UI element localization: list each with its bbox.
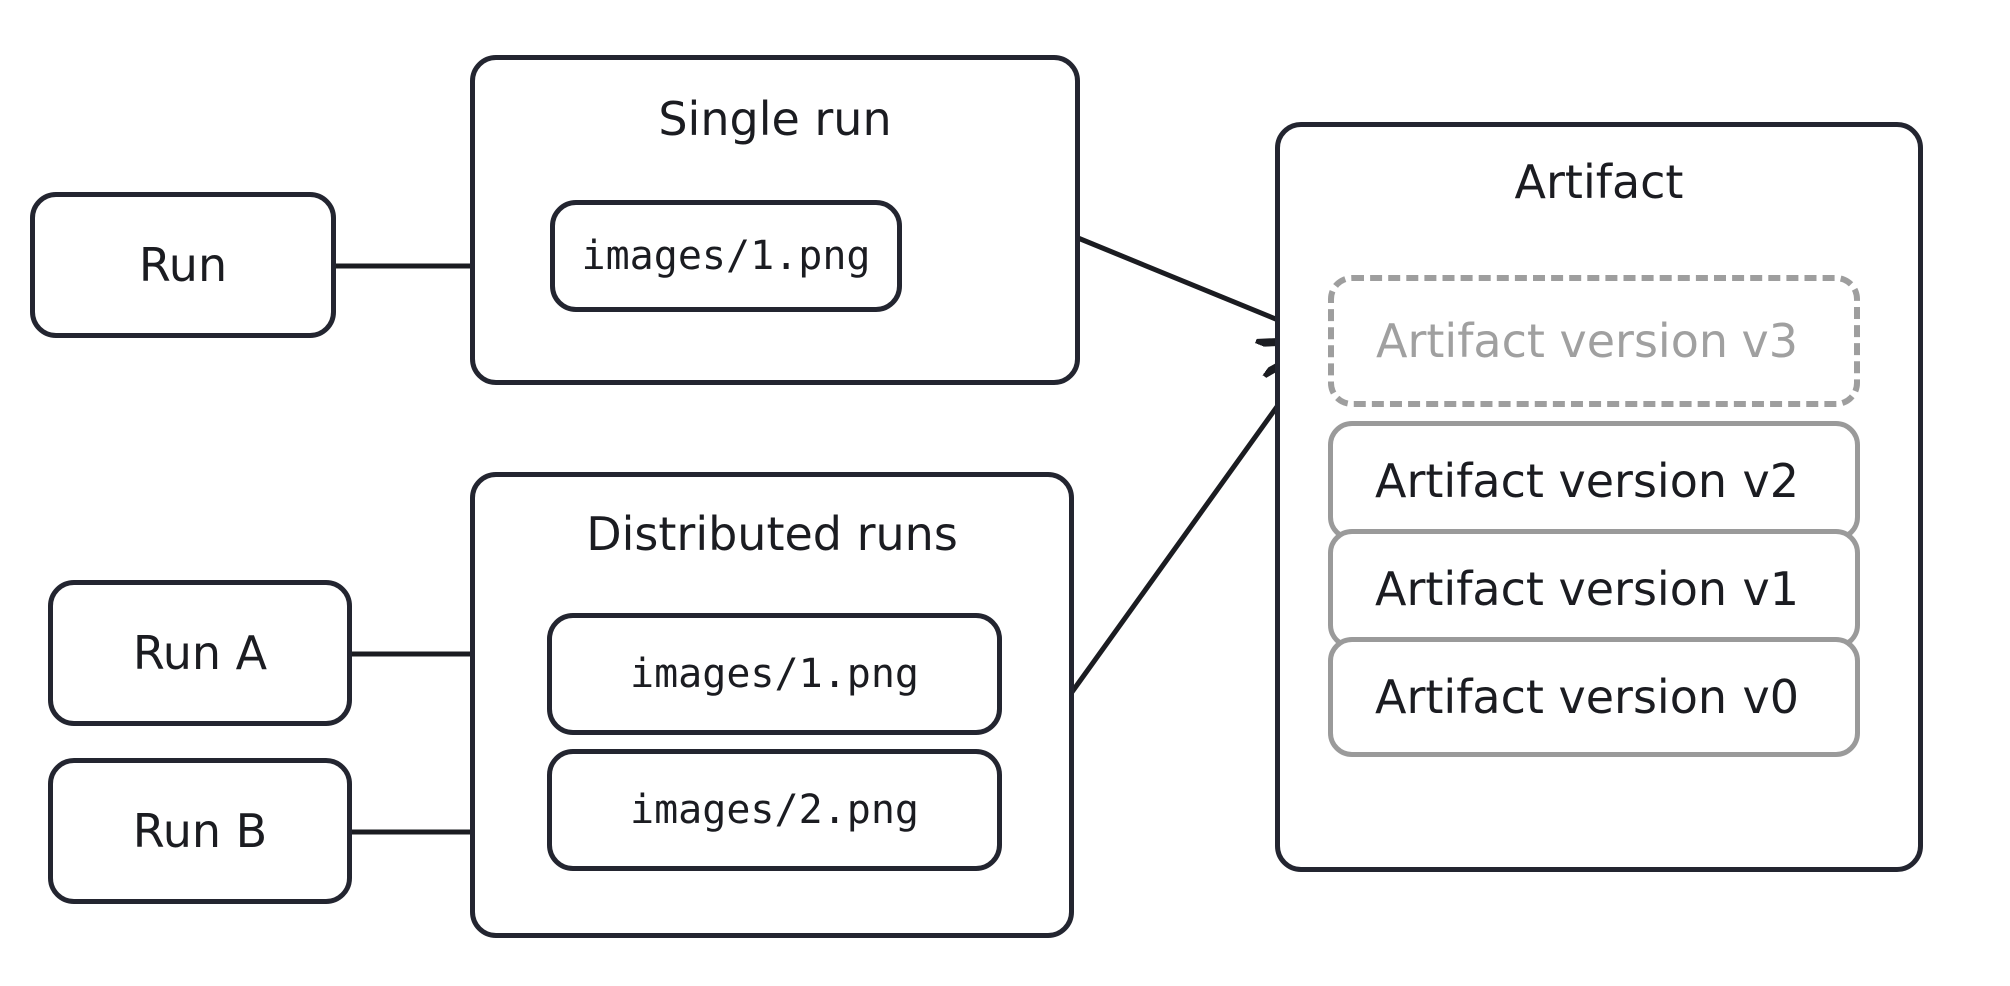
single-run-file-label: images/1.png	[581, 233, 871, 279]
artifact-version-name-v2: Artifact version	[1375, 454, 1728, 508]
run-node-label: Run	[138, 238, 228, 292]
run-b-node[interactable]: Run B	[48, 758, 352, 904]
artifact-version-tag-v2: v2	[1742, 454, 1800, 508]
artifact-version-name-v0: Artifact version	[1375, 670, 1728, 724]
artifact-version-tag-v0: v0	[1742, 670, 1800, 724]
distributed-runs-group-title: Distributed runs	[586, 507, 958, 561]
artifact-version-row-v0[interactable]: Artifact version v0	[1328, 637, 1860, 757]
single-run-group-title: Single run	[658, 92, 892, 146]
distributed-runs-file-label-1: images/1.png	[630, 651, 919, 697]
run-b-node-label: Run B	[132, 804, 268, 858]
artifact-version-name-v1: Artifact version	[1375, 562, 1728, 616]
distributed-runs-file-box-1[interactable]: images/1.png	[547, 613, 1002, 735]
distributed-runs-group[interactable]: Distributed runs images/1.png images/2.p…	[470, 472, 1074, 938]
artifact-group[interactable]: Artifact Artifact version v3 Artifact ve…	[1275, 122, 1923, 872]
run-node[interactable]: Run	[30, 192, 336, 338]
artifact-version-tag-v1: v1	[1742, 562, 1800, 616]
single-run-file-box[interactable]: images/1.png	[550, 200, 902, 312]
artifact-version-row-v3[interactable]: Artifact version v3	[1328, 275, 1860, 407]
artifact-version-row-v2[interactable]: Artifact version v2	[1328, 421, 1860, 541]
artifact-group-title: Artifact	[1514, 155, 1684, 209]
artifact-version-row-v1[interactable]: Artifact version v1	[1328, 529, 1860, 649]
artifact-version-name-v3: Artifact version	[1376, 314, 1729, 368]
distributed-runs-file-label-2: images/2.png	[630, 787, 919, 833]
run-a-node[interactable]: Run A	[48, 580, 352, 726]
single-run-group[interactable]: Single run images/1.png	[470, 55, 1080, 385]
distributed-runs-file-box-2[interactable]: images/2.png	[547, 749, 1002, 871]
run-a-node-label: Run A	[132, 626, 268, 680]
artifact-version-tag-v3: v3	[1741, 314, 1799, 368]
